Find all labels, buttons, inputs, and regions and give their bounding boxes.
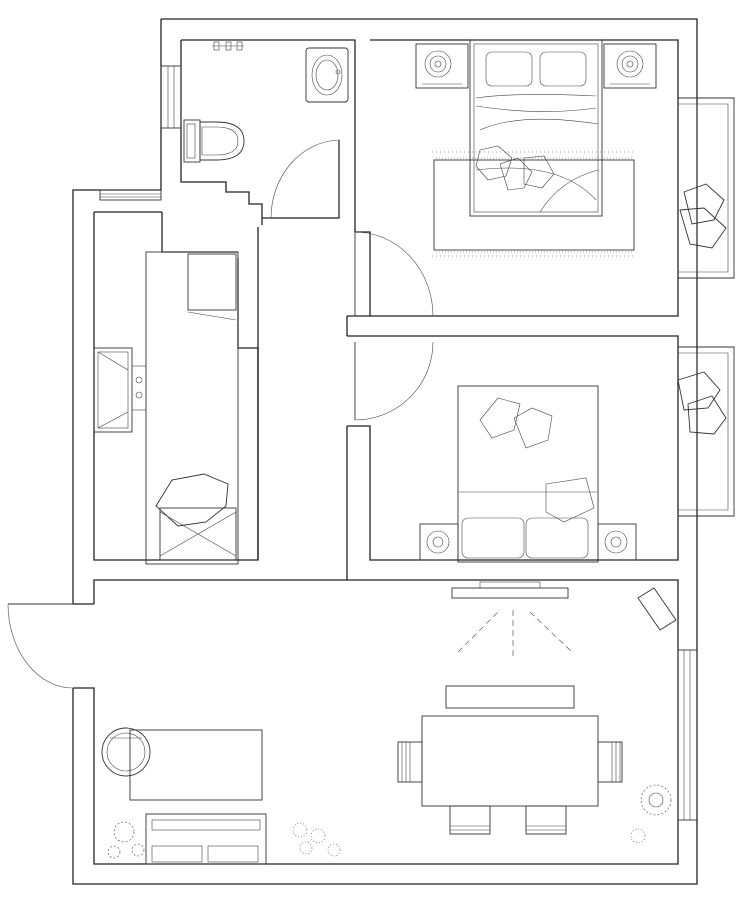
sofa-icon <box>145 813 267 865</box>
toilet-icon <box>183 119 245 163</box>
coffee-table-icon <box>129 729 263 801</box>
plant-icon <box>107 821 145 859</box>
nightstand-icon <box>603 43 657 89</box>
dining-table-icon <box>421 715 599 807</box>
plant-icon <box>292 822 341 857</box>
nightstand-icon <box>419 523 459 561</box>
tv-bench-icon <box>445 685 575 709</box>
tv-icon <box>451 581 573 656</box>
second-bedroom-door <box>354 341 434 421</box>
nightstand-icon <box>415 43 469 89</box>
window-cushions-icon <box>677 371 727 435</box>
chair-icon <box>397 741 423 783</box>
chair-icon <box>525 805 567 835</box>
stove-icon <box>93 347 133 433</box>
washbasin-icon <box>305 47 349 103</box>
entrance-door <box>7 603 74 689</box>
shower-icon <box>155 473 237 561</box>
armchair-icon <box>101 727 151 777</box>
double-bed-icon <box>469 39 603 217</box>
faucet-icon <box>212 41 244 51</box>
chair-icon <box>597 741 623 783</box>
sink-icon <box>131 365 147 411</box>
windows <box>99 65 735 821</box>
plant-icon <box>630 784 672 844</box>
bed-icon <box>457 385 599 563</box>
pillows-icon <box>479 397 595 523</box>
window-cushions-icon <box>679 183 727 249</box>
rug-icon <box>432 151 636 257</box>
exterior-walls <box>72 18 698 885</box>
chair-icon <box>449 805 491 835</box>
fridge-icon <box>187 253 237 321</box>
watermark <box>612 872 744 902</box>
bathroom-door <box>270 139 340 219</box>
lamp-icon <box>637 587 677 631</box>
nightstand-icon <box>597 523 637 561</box>
master-bedroom-door <box>354 231 434 317</box>
